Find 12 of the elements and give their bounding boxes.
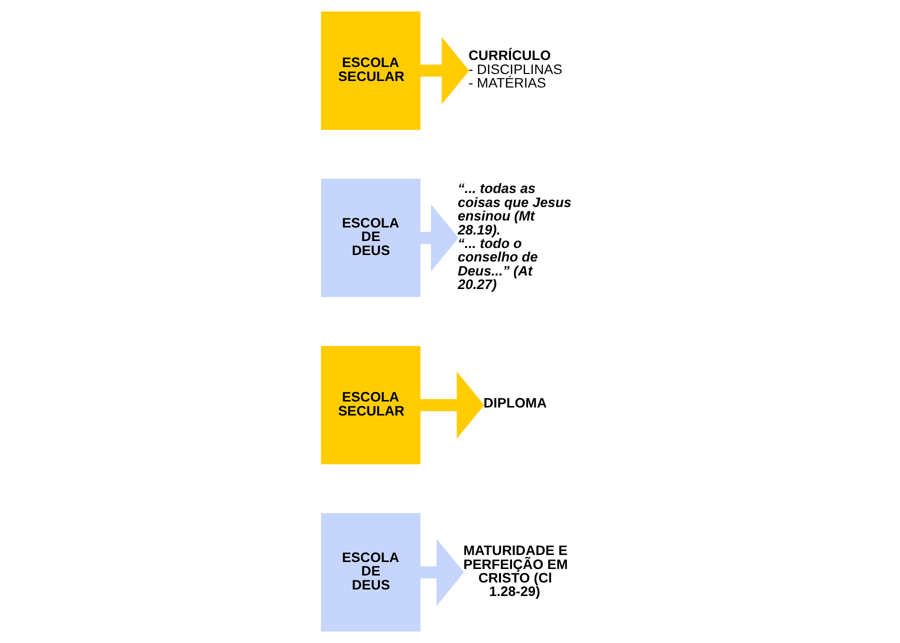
node-box: ESCOLA SECULAR [320, 346, 420, 464]
node-box: ESCOLA DE DEUS [320, 513, 420, 632]
arrow [420, 538, 464, 606]
node-text: MATURIDADE E PERFEIÇÃO EM CRISTO (Cl 1.28-29) [462, 543, 568, 600]
arrow [420, 37, 469, 104]
arrow [420, 371, 484, 439]
node-text: CURRÍCULO - DISCIPLINAS - MATÉRIAS [468, 48, 562, 91]
node-box: ESCOLA DE DEUS [320, 178, 420, 298]
node-text: “... todas as coisas que Jesus ensinou (Mt 28.19). “... todo o conselho de Deus...” (At 20.27) [457, 181, 571, 292]
arrow [420, 204, 458, 272]
node-text: DIPLOMA [483, 396, 546, 411]
node-box: ESCOLA SECULAR [320, 11, 420, 130]
